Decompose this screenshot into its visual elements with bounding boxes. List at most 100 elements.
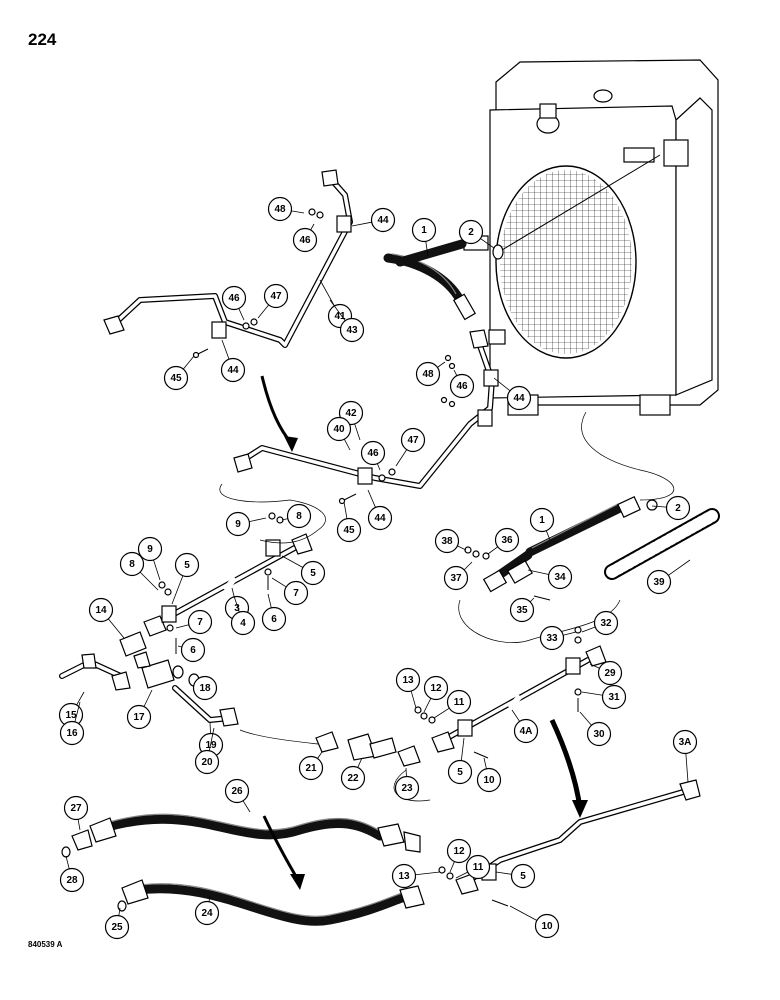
callout-leader (437, 361, 446, 368)
callout-5: 5 (495, 863, 536, 889)
callout-label: 36 (501, 535, 513, 546)
callout-label: 11 (473, 862, 484, 873)
callout-leader (509, 905, 538, 921)
callout-label: 46 (456, 381, 468, 392)
callout-circle (434, 528, 460, 554)
callout-5: 5 (281, 555, 326, 586)
callout-leader (343, 501, 348, 519)
callout-18: 18 (192, 675, 218, 701)
callout-circle (443, 565, 469, 591)
callout-leader (107, 618, 125, 639)
callout-44: 44 (493, 377, 532, 411)
callout-2: 2 (651, 495, 691, 521)
callout-leader (589, 663, 600, 669)
callout-leader (457, 545, 467, 551)
callout-label: 30 (593, 729, 605, 740)
callout-label: 13 (398, 871, 410, 882)
callout-leader (182, 355, 195, 370)
callout-label: 12 (430, 683, 442, 694)
hose-right (482, 496, 720, 593)
callout-leader (415, 871, 441, 876)
callout-label: 27 (70, 803, 82, 814)
callout-6: 6 (177, 637, 206, 663)
callout-29: 29 (589, 660, 623, 686)
callout-circle (174, 552, 200, 578)
callout-circle (119, 551, 145, 577)
callout-leader (529, 597, 535, 603)
callout-label: 22 (347, 773, 359, 784)
callout-label: 2 (468, 227, 474, 238)
callout-6: 6 (261, 593, 287, 632)
callout-32: 32 (581, 610, 619, 636)
callout-circle (163, 365, 189, 391)
callout-37: 37 (443, 561, 473, 591)
callout-circle (449, 373, 475, 399)
callout-circle (665, 495, 691, 521)
callout-leader (511, 709, 520, 722)
callout-48: 48 (267, 196, 305, 222)
callout-44: 44 (367, 489, 393, 531)
callout-leader (425, 241, 429, 257)
callout-circle (506, 385, 532, 411)
callout-label: 8 (296, 511, 302, 522)
callout-17: 17 (126, 689, 153, 730)
callout-circle (593, 610, 619, 636)
callout-circle (400, 427, 426, 453)
callout-11: 11 (455, 854, 491, 880)
callout-leader (423, 698, 432, 713)
callout-12: 12 (423, 675, 449, 713)
callout-leader (171, 575, 184, 605)
callout-label: 20 (201, 757, 213, 768)
callout-leader (118, 907, 121, 916)
callout-16: 16 (59, 701, 85, 746)
callout-label: 2 (675, 503, 681, 514)
callout-leader (208, 895, 211, 902)
callout-46: 46 (292, 223, 318, 253)
callout-4: 4 (230, 595, 256, 636)
callout-30: 30 (579, 711, 612, 747)
callout-leader (267, 593, 272, 608)
callout-label: 45 (170, 373, 182, 384)
callout-1: 1 (529, 507, 555, 541)
callout-leader (685, 753, 689, 783)
callout-label: 9 (235, 519, 241, 530)
callout-40: 40 (326, 416, 352, 451)
callout-label: 6 (190, 645, 196, 656)
callout-leader (493, 377, 511, 392)
callout-circle (370, 207, 396, 233)
callout-label: 46 (299, 235, 311, 246)
callout-leader (233, 595, 240, 613)
callout-circle (360, 440, 386, 466)
callout-label: 25 (111, 922, 123, 933)
callout-circle (465, 854, 491, 880)
callout-12: 12 (446, 838, 472, 873)
callout-leader (563, 631, 577, 636)
callout-label: 48 (422, 369, 434, 380)
callout-label: 47 (407, 435, 419, 446)
callout-leader (257, 304, 270, 319)
callout-47: 47 (257, 283, 289, 319)
callout-circle (415, 361, 441, 387)
callout-leader (579, 711, 592, 726)
oil-line-upper (103, 169, 353, 348)
callout-circle (300, 560, 326, 586)
callout-leader (221, 339, 230, 360)
callout-27: 27 (63, 795, 89, 831)
callout-7: 7 (271, 577, 309, 606)
callout-label: 26 (231, 786, 243, 797)
callout-35: 35 (509, 597, 535, 623)
callout-circle (446, 838, 472, 864)
callout-leader (291, 210, 305, 214)
callout-leader (455, 871, 468, 879)
callout-leader (139, 571, 159, 591)
callout-leader (208, 727, 215, 751)
callout-circle (298, 755, 324, 781)
callout-34: 34 (527, 564, 573, 590)
callout-label: 43 (346, 325, 358, 336)
callout-44: 44 (220, 339, 246, 383)
callout-label: 5 (310, 568, 316, 579)
callout-circle (446, 689, 472, 715)
callout-circle (336, 517, 362, 543)
callout-39: 39 (646, 559, 691, 595)
